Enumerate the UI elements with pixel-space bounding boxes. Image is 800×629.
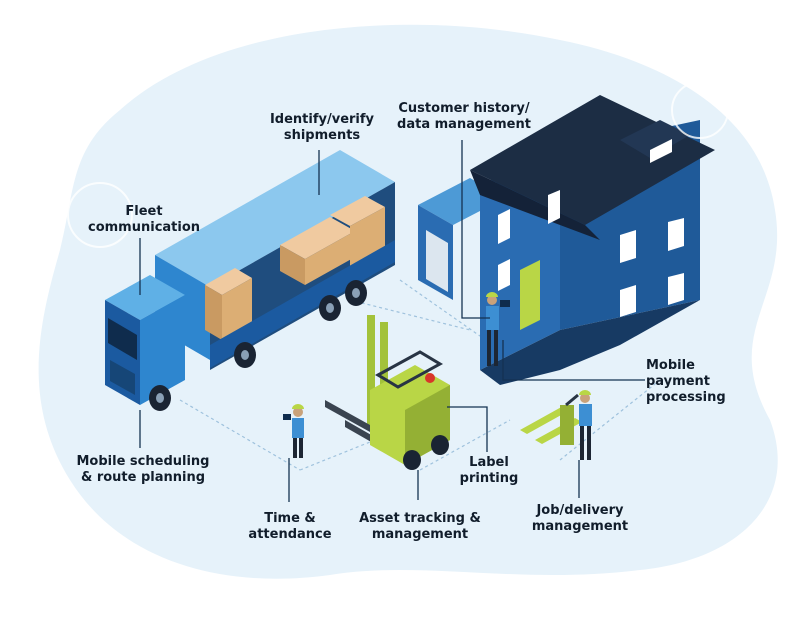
label-time-attendance: Time & attendance	[248, 511, 332, 542]
cab-windshield	[108, 318, 137, 360]
label-mobile-payment-processing: Mobile payment processing	[646, 358, 726, 405]
house-roof-side	[470, 170, 600, 240]
forklift-mast	[367, 315, 375, 425]
forklift-forks	[325, 400, 370, 432]
cab-roof	[105, 275, 185, 320]
connector-lines	[139, 140, 645, 502]
cab-grille	[110, 360, 135, 395]
trailer-top	[155, 150, 395, 287]
ground-dotted-lines	[179, 279, 661, 471]
pallet-jack	[520, 393, 582, 445]
label-fleet-communication: Fleet communication	[88, 204, 201, 235]
label-label-printing: Label printing	[459, 455, 519, 486]
decorative-ring	[671, 81, 729, 139]
worker-pallet	[579, 390, 592, 460]
cab-side	[140, 295, 185, 405]
worker-time-attendance	[283, 404, 304, 458]
garage-door	[426, 230, 448, 292]
house	[418, 95, 715, 385]
decorative-ring	[67, 182, 133, 248]
worker-house	[486, 292, 510, 366]
house-windows	[498, 190, 684, 317]
forklift-wheel	[403, 450, 421, 470]
roof-dormer	[620, 120, 690, 158]
truck	[105, 150, 395, 411]
label-mobile-scheduling: Mobile scheduling & route planning	[76, 454, 210, 485]
label-identify-verify-shipments: Identify/verify shipments	[269, 112, 375, 143]
house-base	[480, 300, 700, 385]
forklift-beacon	[425, 373, 435, 383]
trailer-rail	[210, 240, 395, 368]
forklift-cage	[374, 350, 444, 389]
forklift	[325, 315, 450, 470]
label-job-delivery-management: Job/delivery management	[531, 503, 629, 534]
house-door	[520, 260, 540, 330]
label-customer-history: Customer history/ data management	[397, 101, 531, 132]
label-asset-tracking: Asset tracking & management	[359, 511, 481, 542]
